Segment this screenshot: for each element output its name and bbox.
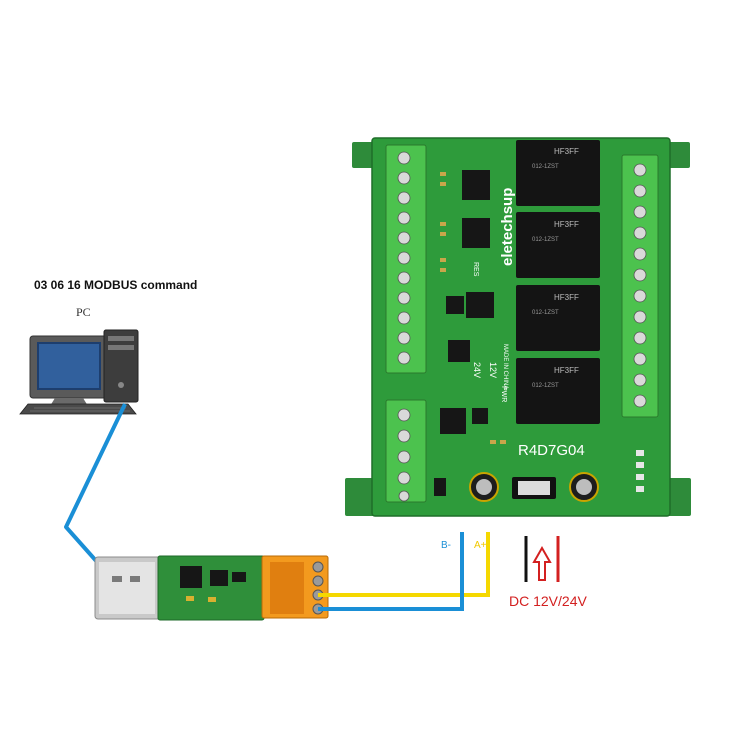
relay-2-brand: HF3FF	[554, 220, 579, 229]
capacitor-1	[469, 472, 499, 502]
relay-1	[516, 140, 600, 206]
capacitor-2	[569, 472, 599, 502]
power-supply-label: DC 12V/24V	[509, 593, 587, 609]
board-model-label: R4D7G04	[518, 442, 585, 459]
relay-1-brand: HF3FF	[554, 147, 579, 156]
relay-2	[516, 212, 600, 278]
pc-usb-cable	[64, 403, 127, 565]
relay-3-brand: HF3FF	[554, 293, 579, 302]
voltage-24v-label: 24V	[472, 362, 482, 378]
relay-4-brand: HF3FF	[554, 366, 579, 375]
relay-4	[516, 358, 600, 424]
pwr-label: PWR	[500, 386, 507, 402]
b-minus-wire	[318, 532, 464, 611]
relay-4-model: 012-1ZST	[532, 383, 559, 389]
usb-rs485-adapter	[94, 555, 329, 621]
a-plus-wire	[318, 532, 490, 597]
board-brand-label: eletechsup	[499, 188, 516, 266]
power-arrow-icon	[532, 545, 552, 581]
relay-controller-board	[345, 137, 691, 517]
relay-1-model: 012-1ZST	[532, 164, 559, 170]
pc-computer-icon	[19, 329, 139, 415]
a-plus-label: A+	[474, 540, 487, 551]
res-label: RES	[472, 262, 479, 277]
relay-3	[516, 285, 600, 351]
relay-2-model: 012-1ZST	[532, 237, 559, 243]
voltage-12v-label: 12V	[488, 362, 498, 378]
modbus-command-label: 03 06 16 MODBUS command	[34, 278, 198, 292]
made-in-label: MADE IN CHINA	[502, 344, 508, 389]
status-leds	[636, 450, 644, 492]
relay-3-model: 012-1ZST	[532, 310, 559, 316]
pc-label: PC	[76, 305, 91, 319]
b-minus-label: B-	[441, 540, 451, 551]
